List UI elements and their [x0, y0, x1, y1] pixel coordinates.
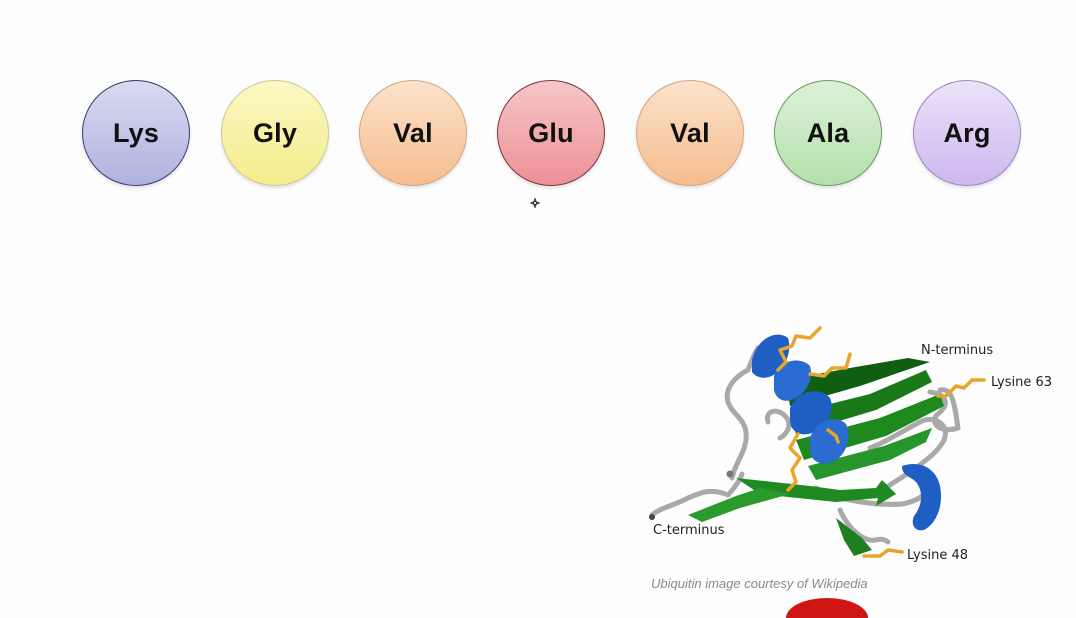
cursor-icon: [530, 198, 540, 208]
residue-label: Lys: [112, 117, 160, 148]
lysine-63-label: Lysine 63: [991, 375, 1053, 390]
residue-gly: Gly: [221, 80, 329, 186]
lysine-side-chains: [776, 326, 986, 558]
residue-glu: Glu: [497, 80, 605, 186]
residue-lys: Lys: [82, 80, 190, 186]
loop-joint: [726, 470, 734, 478]
lysine-48-label: Lysine 48: [907, 548, 969, 563]
residue-label: Arg: [943, 117, 991, 148]
residue-val: Val: [636, 80, 744, 186]
amino-acid-chain: Lys Gly Val Glu Val Ala Arg: [0, 0, 1076, 200]
residue-label: Val: [670, 117, 710, 148]
image-credit: Ubiquitin image courtesy of Wikipedia: [651, 576, 868, 591]
residue-label: Gly: [252, 117, 298, 148]
residue-val: Val: [359, 80, 467, 186]
residue-ala: Ala: [774, 80, 882, 186]
c-terminus-end: [649, 514, 655, 520]
ubiquitin-ribbon-diagram: [649, 326, 986, 558]
red-shape-partial: [786, 598, 868, 618]
c-terminus-label: C-terminus: [653, 523, 725, 538]
residue-label: Ala: [806, 117, 850, 148]
residue-label: Val: [393, 117, 433, 148]
residue-label: Glu: [528, 117, 574, 148]
residue-arg: Arg: [913, 80, 1021, 186]
n-terminus-label: N-terminus: [921, 343, 994, 358]
